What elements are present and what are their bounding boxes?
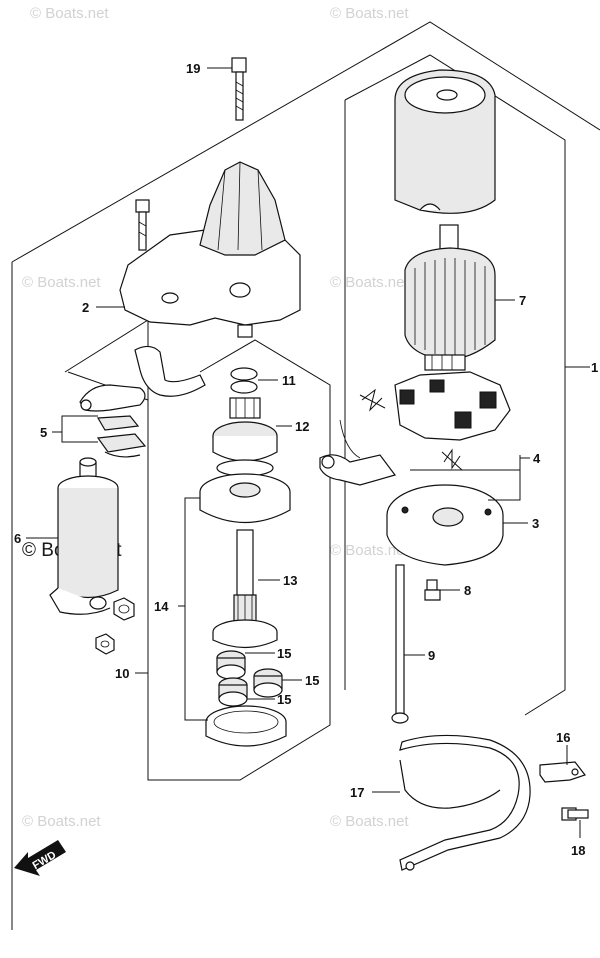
part-4-brush-holder: [319, 371, 511, 486]
callout-5: 5: [40, 425, 47, 440]
assembly-outline: [11, 21, 600, 930]
part-7-yoke: [394, 69, 496, 214]
watermark-bottom-left: © Boats.net: [22, 813, 101, 830]
callout-8: 8: [464, 583, 471, 598]
part-7-armature: [404, 224, 496, 371]
watermark-top-left: © Boats.net: [30, 5, 109, 22]
internal-gear-ring: [205, 705, 287, 747]
callout-3: 3: [532, 516, 539, 531]
callout-15-top: 15: [277, 646, 291, 661]
callout-14: 14: [154, 599, 169, 614]
part-19-bolt: [231, 57, 247, 121]
fwd-arrow-icon: FWD: [14, 840, 66, 876]
part-17-band: [399, 734, 531, 871]
callout-15-bottom: 15: [277, 692, 291, 707]
callout-6: 6: [14, 531, 21, 546]
callout-12: 12: [295, 419, 309, 434]
part-1-bracket: [344, 54, 566, 716]
watermarks: © Boats.net © Boats.net © Boats.net © Bo…: [22, 5, 409, 830]
callout-16: 16: [556, 730, 570, 745]
part-2-housing: [119, 161, 301, 338]
part-13-shaft: [212, 529, 278, 649]
callout-10: 10: [115, 666, 129, 681]
callout-labels: 19 2 7 1 11 12 5 4 3 6 13 8 14 9 15 15 1…: [14, 61, 598, 858]
callout-1: 1: [591, 360, 598, 375]
watermark-bottom-right: © Boats.net: [330, 813, 409, 830]
callout-11: 11: [282, 373, 296, 388]
part-12-pinion: [212, 397, 278, 477]
part-18-bolt: [561, 807, 589, 821]
part-3-rear-cover: [386, 484, 504, 566]
callout-15-right: 15: [305, 673, 319, 688]
callout-2: 2: [82, 300, 89, 315]
callout-9: 9: [428, 648, 435, 663]
watermark-mid-left: © Boats.net: [22, 274, 101, 291]
part-16-bracket: [539, 761, 586, 783]
leader-lines: [26, 67, 590, 838]
part-2-bolt: [135, 199, 150, 251]
watermark-lower-right: © Boats.net: [330, 542, 409, 559]
gear-housing: [199, 473, 291, 524]
callout-13: 13: [283, 573, 297, 588]
part-15-planet-gears: [216, 650, 283, 707]
part-6-solenoid: [49, 457, 119, 615]
callout-18: 18: [571, 843, 585, 858]
watermark-top-right: © Boats.net: [330, 5, 409, 22]
callout-7: 7: [519, 293, 526, 308]
part-5-lever: [79, 345, 206, 458]
solenoid-nuts: [95, 597, 135, 655]
part-11-washers: [230, 367, 258, 394]
part-8-screw: [424, 579, 441, 601]
part-9-through-bolt: [391, 564, 409, 724]
callout-4: 4: [533, 451, 541, 466]
callout-19: 19: [186, 61, 200, 76]
callout-17: 17: [350, 785, 364, 800]
subassembly-10-outline: [64, 319, 331, 781]
watermark-mid-right: © Boats.net: [330, 274, 409, 291]
fwd-label: FWD: [31, 849, 59, 872]
